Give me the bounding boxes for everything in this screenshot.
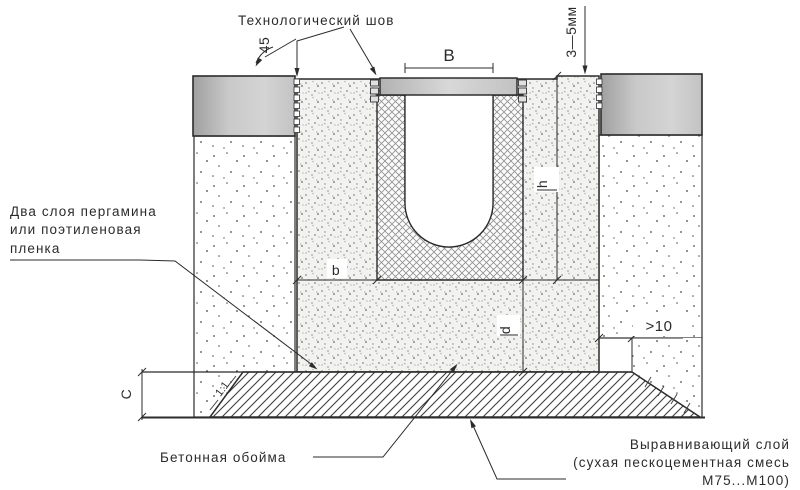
film-label-line3: пленка [10, 241, 60, 256]
leveling-layer-label: Выравнивающий слой (сухая пескоцементная… [573, 437, 790, 488]
seam-arrow-left [294, 68, 300, 77]
grate-end-bracket-right [518, 79, 527, 103]
dimension-ticks-bottom-joint [292, 71, 562, 377]
leveling-layer-arrow [470, 419, 476, 429]
leveling-layer [208, 371, 703, 418]
technological-seam-label: Технологический шов [238, 13, 395, 28]
film-leader-line [10, 259, 316, 368]
soil-block-right-upper [598, 134, 703, 339]
channel-height-label: h [534, 180, 550, 188]
slope-tick-marks-right [644, 376, 691, 414]
film-label-line1: Два слоя пергамина [10, 204, 157, 219]
leveling-label-line3: М75...М100) [702, 473, 790, 488]
film-label-line2: или поэтиленовая [10, 222, 142, 237]
film-leader-arrow [308, 362, 318, 370]
chamfer-arc-arrow [255, 57, 263, 67]
gap-label: 3—5мм [563, 6, 579, 57]
pavement-slab-left [192, 75, 296, 137]
wall-thickness-label: b [332, 262, 340, 278]
soil-block-left [193, 135, 296, 418]
slope-tick-marks-left [209, 375, 237, 411]
channel-grate [379, 77, 518, 96]
technological-seam-leaders [296, 26, 374, 71]
chamfer-line [264, 38, 297, 58]
bedding-depth-label: d [497, 326, 513, 334]
d-label-bg [497, 315, 520, 336]
h-label-bg [534, 167, 559, 192]
c-dimension-ticks [137, 367, 147, 422]
chamfer-angle-label: 45 [256, 37, 272, 54]
gap-leader-arrow [582, 65, 588, 75]
channel-cavity [404, 95, 494, 248]
b-label-bg [327, 259, 347, 278]
film-label: Два слоя пергамина или поэтиленовая плен… [10, 204, 157, 256]
concrete-casing-leader [313, 366, 456, 458]
leveling-layer-leader [470, 420, 566, 480]
overhang-label-bg [633, 315, 685, 336]
dimension-grate-width [404, 63, 494, 73]
overhang-step-lines [599, 337, 683, 372]
technological-seam-left [293, 78, 300, 133]
technological-seam-right [596, 78, 603, 109]
dimension-grate-width-label: В [443, 46, 454, 65]
leveling-thickness-label: С [118, 389, 134, 400]
leveling-label-line2: (сухая пескоцементная смесь [573, 455, 790, 470]
grate-end-bracket-left [370, 79, 379, 103]
edge-overhang-label: >10 [646, 318, 673, 335]
pavement-slab-right [600, 73, 703, 136]
leveling-label-line1: Выравнивающий слой [630, 437, 790, 452]
concrete-casing-label: Бетонная обойма [160, 450, 287, 465]
concrete-casing-arrow [449, 363, 458, 373]
seam-arrow-right [369, 66, 377, 76]
